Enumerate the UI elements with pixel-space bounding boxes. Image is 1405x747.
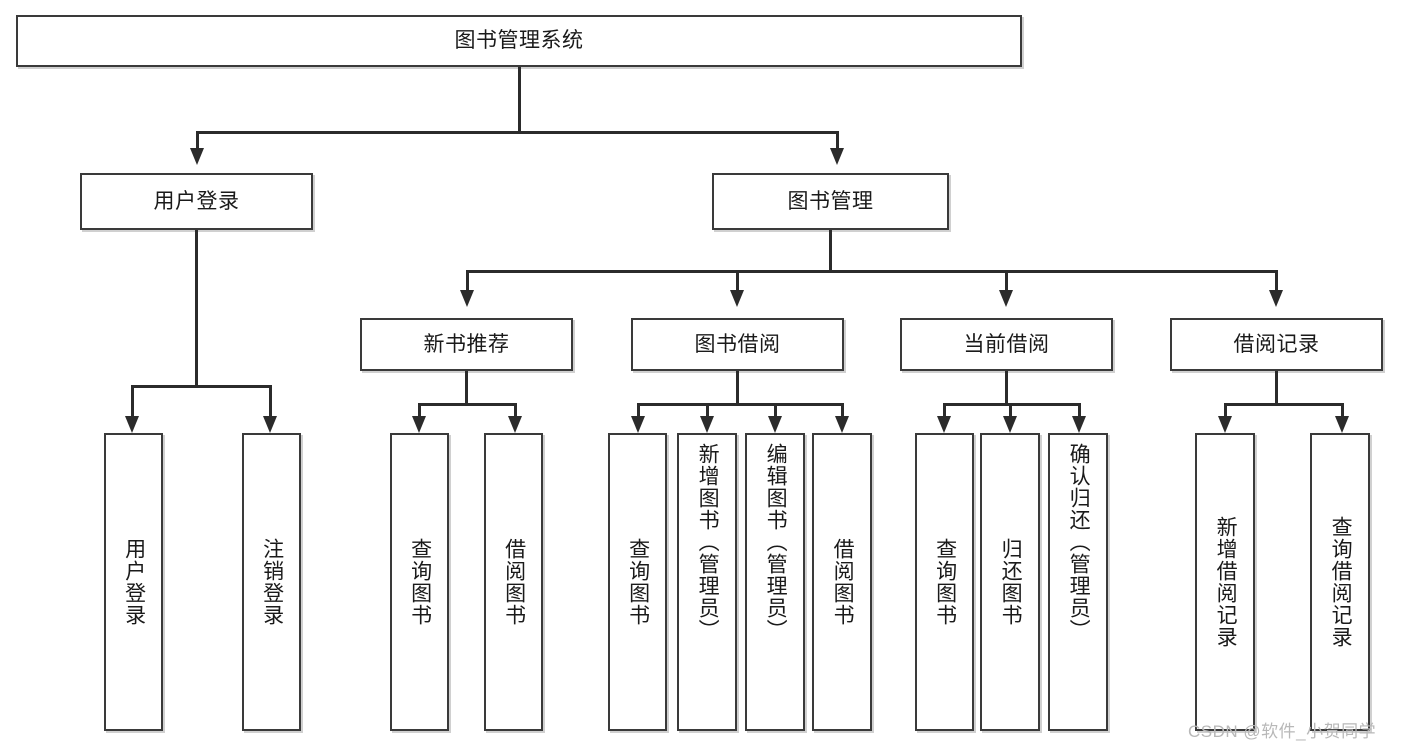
leaf-query-book-1-label: 查询图书 [408,538,432,626]
csdn-watermark: CSDN @软件_小贺同学 [1188,722,1377,741]
arrow-book-borrow-to-query [631,416,645,433]
leaf-edit-book[interactable]: 编辑图书（管理员） [745,433,805,731]
leaf-logout-login-label: 注销登录 [260,538,284,626]
connector-book-borrow-bus [637,403,843,406]
connector-book-management-bus [466,270,1278,273]
node-book-management[interactable]: 图书管理 [712,173,949,230]
leaf-query-book-3[interactable]: 查询图书 [915,433,974,731]
connector-root-to-user-login [196,131,199,150]
connector-new-book-drop-1 [418,403,421,418]
arrow-new-book-to-borrow [508,416,522,433]
leaf-borrow-book-1-label: 借阅图书 [502,538,526,626]
connector-bm-to-borrow-record [1275,270,1278,292]
node-borrow-record[interactable]: 借阅记录 [1170,318,1383,371]
leaf-user-login-label: 用户登录 [122,538,146,626]
connector-book-borrow-drop-3 [774,403,777,418]
node-user-login[interactable]: 用户登录 [80,173,313,230]
connector-root-bus [196,131,838,134]
node-borrow-record-label: 借阅记录 [1233,332,1320,356]
arrow-bm-to-book-borrow [730,290,744,307]
connector-current-borrow-stem [1005,371,1008,405]
leaf-logout-login[interactable]: 注销登录 [242,433,301,731]
leaf-query-book-2[interactable]: 查询图书 [608,433,667,731]
connector-bm-to-current-borrow [1005,270,1008,292]
connector-book-management-stem [829,230,832,272]
node-current-borrow[interactable]: 当前借阅 [900,318,1113,371]
connector-book-borrow-drop-2 [706,403,709,418]
leaf-add-book[interactable]: 新增图书（管理员） [677,433,737,731]
node-root-label: 图书管理系统 [454,29,584,53]
leaf-user-login[interactable]: 用户登录 [104,433,163,731]
leaf-return-book[interactable]: 归还图书 [980,433,1040,731]
arrow-borrow-record-to-query [1335,416,1349,433]
leaf-add-record-label: 新增借阅记录 [1214,516,1238,648]
connector-root-to-book-management [836,131,839,150]
leaf-query-book-3-label: 查询图书 [933,538,957,626]
node-book-management-label: 图书管理 [787,189,874,213]
node-book-borrow[interactable]: 图书借阅 [631,318,844,371]
connector-new-book-stem [465,371,468,405]
connector-book-borrow-stem [736,371,739,405]
leaf-query-book-2-label: 查询图书 [626,538,650,626]
leaf-edit-book-label: 编辑图书（管理员） [764,443,788,641]
arrow-root-to-book-management [830,148,844,165]
leaf-query-record-label: 查询借阅记录 [1329,516,1353,648]
arrow-user-login-to-leaf-logout [263,416,277,433]
arrow-book-borrow-to-borrow [835,416,849,433]
node-new-book-recommend-label: 新书推荐 [423,332,510,356]
leaf-confirm-return[interactable]: 确认归还（管理员） [1048,433,1108,731]
connector-book-borrow-drop-4 [841,403,844,418]
arrow-book-borrow-to-add [700,416,714,433]
connector-borrow-record-drop-1 [1224,403,1227,418]
connector-user-login-left-drop [131,385,134,418]
connector-current-borrow-drop-2 [1009,403,1012,418]
arrow-borrow-record-to-add [1218,416,1232,433]
leaf-confirm-return-label: 确认归还（管理员） [1067,443,1091,641]
connector-borrow-record-drop-2 [1341,403,1344,418]
leaf-query-record[interactable]: 查询借阅记录 [1310,433,1370,731]
connector-borrow-record-stem [1275,371,1278,405]
connector-user-login-right-drop [269,385,272,418]
arrow-book-borrow-to-edit [768,416,782,433]
connector-new-book-drop-2 [514,403,517,418]
connector-root-stem [518,67,521,133]
arrow-current-borrow-to-confirm [1072,416,1086,433]
leaf-add-book-label: 新增图书（管理员） [696,443,720,641]
connector-new-book-bus [418,403,514,406]
node-root[interactable]: 图书管理系统 [16,15,1022,67]
connector-user-login-stem [195,230,198,387]
arrow-user-login-to-leaf-user-login [125,416,139,433]
connector-bm-to-book-borrow [736,270,739,292]
node-new-book-recommend[interactable]: 新书推荐 [360,318,573,371]
connector-current-borrow-drop-1 [943,403,946,418]
node-user-login-label: 用户登录 [153,189,240,213]
leaf-add-record[interactable]: 新增借阅记录 [1195,433,1255,731]
leaf-borrow-book-2[interactable]: 借阅图书 [812,433,872,731]
leaf-borrow-book-2-label: 借阅图书 [831,538,855,626]
arrow-root-to-user-login [190,148,204,165]
leaf-return-book-label: 归还图书 [999,538,1023,626]
arrow-current-borrow-to-return [1003,416,1017,433]
leaf-query-book-1[interactable]: 查询图书 [390,433,449,731]
arrow-new-book-to-query [412,416,426,433]
connector-user-login-bus [131,385,269,388]
leaf-borrow-book-1[interactable]: 借阅图书 [484,433,543,731]
node-book-borrow-label: 图书借阅 [694,332,781,356]
arrow-bm-to-borrow-record [1269,290,1283,307]
arrow-bm-to-new-book-recommend [460,290,474,307]
connector-bm-to-new-book [466,270,469,292]
arrow-current-borrow-to-query [937,416,951,433]
connector-book-borrow-drop-1 [637,403,640,418]
arrow-bm-to-current-borrow [999,290,1013,307]
connector-current-borrow-drop-3 [1078,403,1081,418]
connector-borrow-record-bus [1224,403,1341,406]
node-current-borrow-label: 当前借阅 [963,332,1050,356]
